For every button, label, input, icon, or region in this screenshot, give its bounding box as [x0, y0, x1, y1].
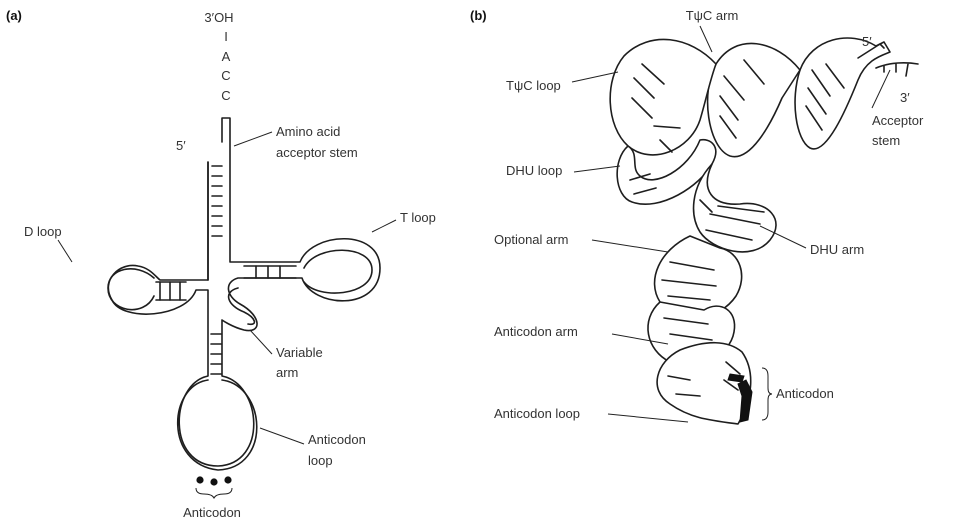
seq-nucleotide-4: C [221, 88, 230, 103]
acceptor-stem-label-line2: acceptor stem [276, 145, 358, 160]
tpc-arm-leader-line [700, 26, 712, 52]
acceptor-leader-line [234, 132, 272, 146]
d-loop-leader-line [58, 240, 72, 262]
tpc-helix-ribbon-a [708, 43, 800, 156]
panel-a: (a) 3′OH I A C C 5′ [6, 8, 436, 520]
t-loop [304, 250, 372, 293]
three-prime-oh-label: 3′OH [204, 10, 233, 25]
d-loop-label: D loop [24, 224, 62, 239]
tpc-loop-ribbon [610, 39, 716, 154]
anticodon-loop-ribbon [657, 343, 751, 424]
dhu-loop-leader-line [574, 166, 620, 172]
dhu-loop-label: DHU loop [506, 163, 562, 178]
variable-arm [229, 288, 255, 324]
anticodon-loop-outline [178, 380, 257, 470]
t-stem-base-pairs [244, 266, 296, 278]
variable-arm-label-line2: arm [276, 365, 298, 380]
anticodon-loop-label-line1: Anticodon [308, 432, 366, 447]
t-loop-leader-line [372, 220, 396, 232]
panel-a-label: (a) [6, 8, 22, 23]
seq-nucleotide-2: A [222, 49, 231, 64]
optional-arm-leader-line [592, 240, 668, 252]
acceptor-stem-3d-label-line1: Acceptor [872, 113, 924, 128]
three-prime-label-3d: 3′ [900, 90, 910, 105]
variable-arm-label-line1: Variable [276, 345, 323, 360]
three-prime-end [876, 63, 918, 76]
anticodon-brace [196, 488, 232, 498]
seq-nucleotide-1: I [224, 29, 228, 44]
acceptor-stem-base-pairs [212, 166, 222, 236]
acceptor-leader-line-3d [872, 70, 890, 108]
anticodon-loop-label-3d: Anticodon loop [494, 406, 580, 421]
tpc-loop-leader-line [572, 72, 618, 82]
t-loop-label: T loop [400, 210, 436, 225]
d-loop [108, 269, 154, 310]
tpc-loop-label: TψC loop [506, 78, 561, 93]
acceptor-stem-label-line1: Amino acid [276, 124, 340, 139]
five-prime-label: 5′ [176, 138, 186, 153]
anticodon-loop-leader-line-3d [608, 414, 688, 422]
anticodon-loop-label-line2: loop [308, 453, 333, 468]
anticodon-bracket [762, 368, 772, 420]
cloverleaf-backbone [108, 118, 380, 466]
optional-arm-label: Optional arm [494, 232, 568, 247]
variable-arm-leader-line [250, 330, 272, 354]
anticodon-stem-base-pairs [211, 334, 221, 374]
anticodon-label: Anticodon [183, 505, 241, 520]
acceptor-stem-3d-label-line2: stem [872, 133, 900, 148]
dhu-arm-label: DHU arm [810, 242, 864, 257]
d-stem-base-pairs [156, 282, 186, 300]
anticodon-bases [196, 476, 231, 485]
panel-b-label: (b) [470, 8, 487, 23]
anticodon-arm-label: Anticodon arm [494, 324, 578, 339]
five-prime-label-3d: 5′ [862, 34, 872, 49]
seq-nucleotide-3: C [221, 68, 230, 83]
anticodon-label-3d: Anticodon [776, 386, 834, 401]
anticodon-loop-leader-line [260, 428, 304, 444]
panel-b: (b) [470, 8, 924, 424]
tpc-arm-label: TψC arm [686, 8, 739, 23]
